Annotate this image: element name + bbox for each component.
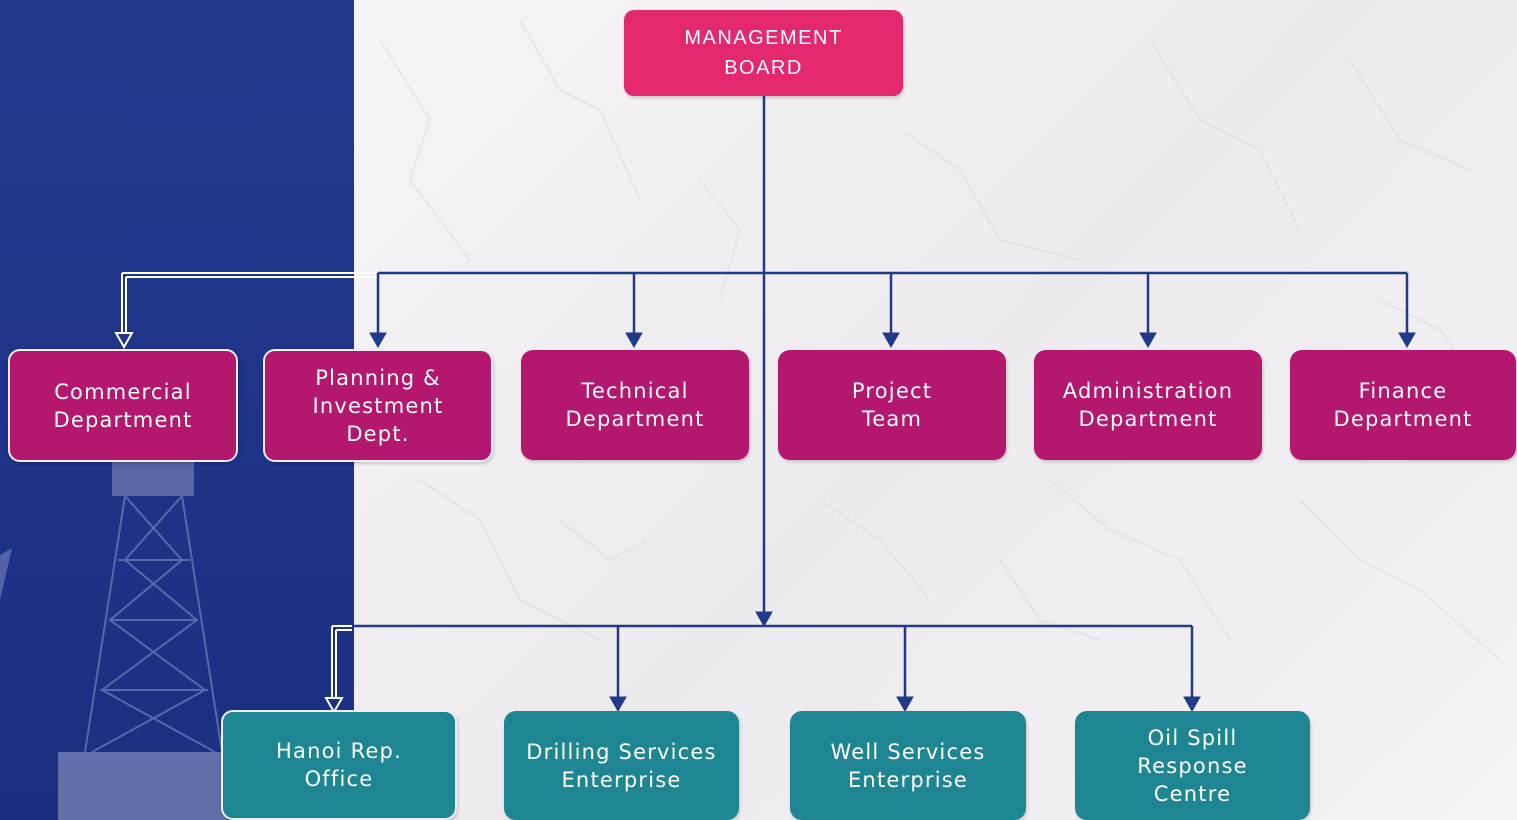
unit-arrow: [324, 697, 344, 715]
department-arrow: [1139, 332, 1157, 349]
unit-label: Hanoi Rep. Office: [276, 739, 402, 791]
department-label: Planning & Investment Dept.: [312, 365, 444, 446]
department-arrow: [369, 332, 387, 349]
unit-box-hanoi-rep-office: Hanoi Rep. Office: [221, 710, 457, 820]
department-label: Finance Department: [1333, 379, 1473, 431]
trunk-arrow: [755, 611, 773, 628]
department-box-project-team: Project Team: [778, 350, 1006, 460]
department-arrow: [625, 332, 643, 349]
unit-box-oil-spill-response: Oil Spill Response Centre: [1075, 711, 1310, 820]
department-arrow: [882, 332, 900, 349]
management-board-box: MANAGEMENT BOARD: [624, 10, 903, 96]
department-box-finance: Finance Department: [1290, 350, 1516, 460]
unit-arrow: [609, 696, 627, 713]
unit-label: Well Services Enterprise: [830, 739, 986, 792]
unit-label: Oil Spill Response Centre: [1137, 725, 1248, 806]
department-box-technical: Technical Department: [521, 350, 749, 460]
department-box-administration: Administration Department: [1034, 350, 1262, 460]
department-arrow: [1398, 332, 1416, 349]
department-label: Project Team: [851, 379, 933, 431]
unit-box-well-services: Well Services Enterprise: [790, 711, 1026, 820]
department-label: Commercial Department: [53, 379, 193, 432]
department-arrow: [114, 332, 134, 350]
unit-box-drilling-services: Drilling Services Enterprise: [504, 711, 739, 820]
unit-arrow: [1183, 696, 1201, 713]
management-board-label: MANAGEMENT BOARD: [684, 27, 843, 79]
unit-arrow: [896, 696, 914, 713]
oil-rig-illustration: [0, 462, 228, 820]
department-box-planning-investment: Planning & Investment Dept.: [263, 349, 493, 462]
department-label: Administration Department: [1062, 379, 1234, 431]
department-box-commercial: Commercial Department: [8, 349, 238, 462]
unit-label: Drilling Services Enterprise: [526, 739, 717, 792]
department-label: Technical Department: [565, 379, 705, 431]
